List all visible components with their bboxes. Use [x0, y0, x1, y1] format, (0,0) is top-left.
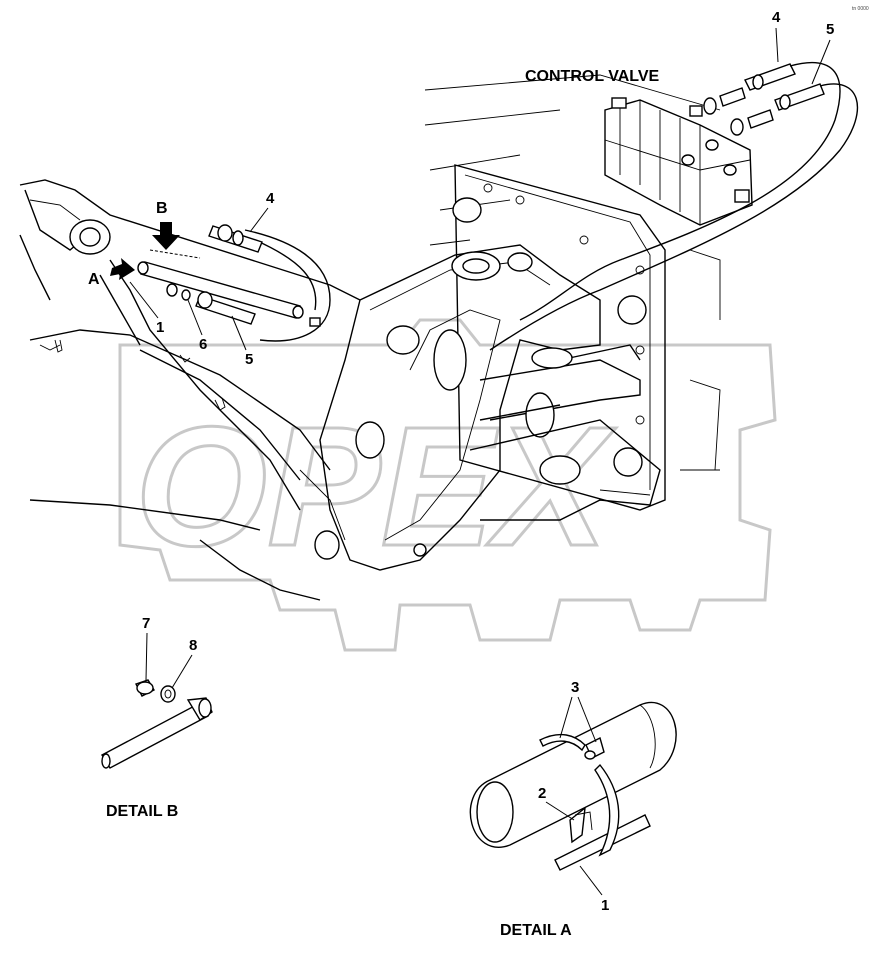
- callout-main-1: 1: [156, 319, 164, 336]
- boom: [19, 179, 361, 601]
- boom-pipe-assembly: [137, 224, 321, 327]
- callout-top-4: 4: [772, 9, 781, 26]
- callout-detail-a-3: 3: [571, 679, 579, 696]
- swing-frame: [314, 74, 721, 571]
- view-a-label: A: [88, 271, 100, 288]
- callout-main-4: 4: [266, 190, 275, 207]
- callout-detail-a-1: 1: [601, 897, 609, 914]
- view-arrows: [110, 222, 201, 280]
- watermark-gear-icon: [118, 318, 777, 652]
- detail-a: 3 2 1 DETAIL A: [469, 679, 677, 939]
- callout-top-5: 5: [826, 21, 834, 38]
- callout-main-5: 5: [245, 351, 253, 368]
- control-valve-label: CONTROL VALVE: [525, 68, 660, 85]
- corner-code: tn 0000: [852, 6, 869, 12]
- callout-main-6: 6: [199, 336, 207, 353]
- detail-b-label: DETAIL B: [106, 803, 178, 820]
- hoses: [244, 61, 859, 351]
- view-b-label: B: [156, 200, 168, 217]
- detail-a-label: DETAIL A: [500, 922, 572, 939]
- detail-b: 7 8 DETAIL B: [101, 615, 213, 820]
- control-valve: [604, 97, 753, 226]
- view-b-arrow-icon: [152, 222, 180, 250]
- callout-detail-b-8: 8: [189, 637, 197, 654]
- callout-detail-a-2: 2: [538, 785, 546, 802]
- valve-fittings: [703, 63, 825, 136]
- callout-detail-b-7: 7: [142, 615, 150, 632]
- view-a-arrow-icon: [110, 258, 135, 280]
